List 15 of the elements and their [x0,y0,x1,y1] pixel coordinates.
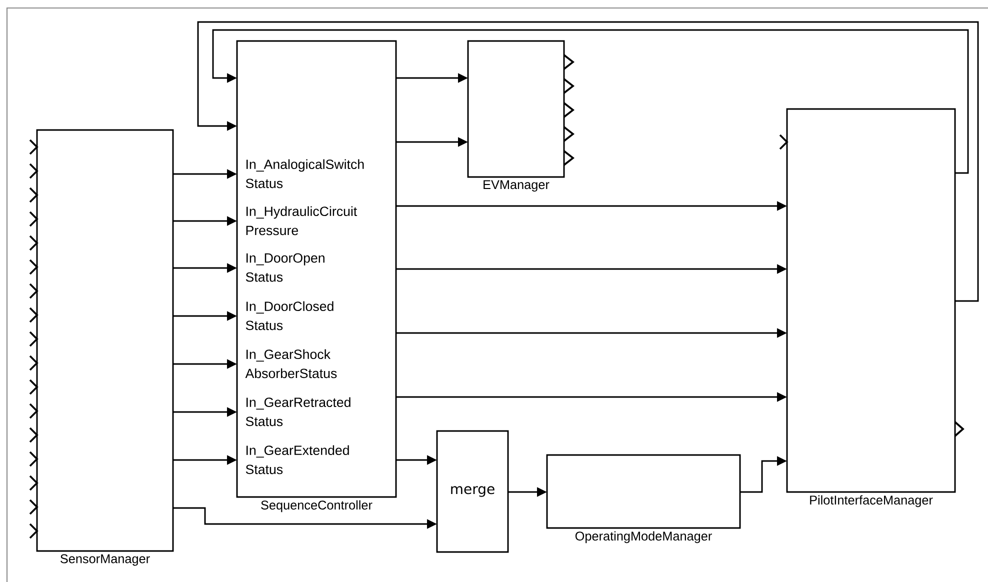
block-box: merge [436,430,509,553]
port-label: In_AnalogicalSwitch Status [246,159,364,188]
port-label: In_DoorOpen Status [246,253,324,282]
port-label: In_GearShock AbsorberStatus [245,349,337,378]
port-label: In_GearRetracted Status [246,397,350,426]
block-name: PilotInterfaceManager [810,495,933,508]
port-label: In_DoorClosed Status [246,301,334,330]
block-name: SequenceController [261,500,372,512]
arrow [197,21,979,302]
block-name: OperatingModeManager [575,531,712,544]
port-label: In_GearExtended Status [246,445,349,474]
port-label: In_HydraulicCircuit Pressure [246,206,358,236]
arrow [212,29,969,174]
block-name: SensorManager [60,554,150,566]
block-name: EVManager [484,180,550,192]
